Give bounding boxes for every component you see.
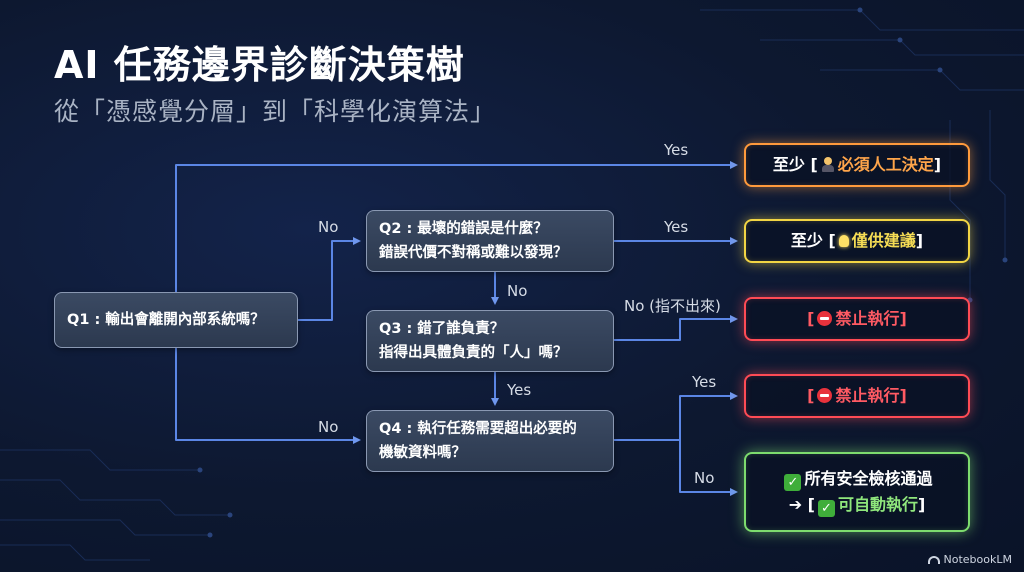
result-forbid1-label: 禁止執行 (835, 309, 900, 328)
result-forbid-2: [ 禁止執行] (744, 374, 970, 418)
question-q4: Q4 : 執行任務需要超出必要的 機敏資料嗎？ (366, 410, 614, 472)
result-auto-arrow: ➔ [ (788, 495, 815, 514)
q4-line-2: 機敏資料嗎？ (379, 445, 466, 461)
page-title: AI 任務邊界診斷決策樹 (54, 43, 465, 87)
no-entry-icon (817, 388, 833, 403)
q3-line-2: 指得出具體負責的「人」嗎？ (379, 345, 568, 361)
result-forbid2-suffix: ] (899, 386, 907, 405)
result-forbid1-suffix: ] (899, 309, 907, 328)
check-icon: ✓ (784, 474, 802, 491)
result-forbid2-label: 禁止執行 (835, 386, 900, 405)
result-human-suffix: ] (933, 155, 942, 174)
result-forbid1-prefix: [ (807, 309, 815, 328)
edge-q4-no (679, 440, 738, 496)
check-icon: ✓ (817, 500, 835, 517)
edge-q1-no-q2 (298, 237, 361, 321)
edge-q4-yes (614, 392, 738, 441)
notebooklm-branding: NotebookLM (927, 553, 1012, 566)
edge-label-q4-no: No (694, 469, 715, 487)
result-auto-line2: 可自動執行 (837, 495, 918, 514)
edge-label-q1-yes: Yes (664, 141, 689, 159)
edge-label-q2-yes: Yes (664, 218, 689, 236)
question-q3: Q3 : 錯了誰負責？ 指得出具體負責的「人」嗎？ (366, 310, 614, 372)
edge-q1-yes (175, 161, 738, 292)
result-forbid-1: [ 禁止執行] (744, 297, 970, 341)
edge-label-q1-no-top: No (318, 218, 339, 236)
branding-label: NotebookLM (943, 553, 1012, 566)
question-q1: Q1 : 輸出會離開內部系統嗎？ (54, 292, 298, 348)
result-auto-line1: 所有安全檢核通過 (804, 469, 933, 488)
q4-line-1: Q4 : 執行任務需要超出必要的 (379, 421, 577, 437)
page-subtitle: 從「憑感覺分層」到「科學化演算法」 (54, 97, 497, 126)
result-suggest-only: 至少 [ 僅供建議] (744, 219, 970, 263)
result-human-label: 必須人工決定 (837, 155, 934, 174)
q3-line-1: Q3 : 錯了誰負責？ (379, 321, 505, 337)
person-icon (821, 157, 835, 172)
result-suggest-label: 僅供建議 (851, 231, 916, 250)
edge-label-q2-no: No (507, 282, 528, 300)
edge-q3-no (614, 315, 738, 341)
result-auto-execute: ✓所有安全檢核通過 ➔ [✓可自動執行] (744, 452, 970, 532)
edge-label-q3-no: No (指不出來) (624, 297, 721, 315)
result-suggest-prefix: 至少 [ (790, 231, 836, 250)
result-forbid2-prefix: [ (807, 386, 815, 405)
edge-label-q1-no-bottom: No (318, 418, 339, 436)
result-human-prefix: 至少 [ (772, 155, 818, 174)
q1-text: Q1 : 輸出會離開內部系統嗎？ (67, 312, 265, 328)
bulb-icon (838, 235, 849, 247)
no-entry-icon (817, 311, 833, 326)
edge-q1-no-q4 (175, 348, 361, 444)
result-auto-suffix: ] (918, 495, 926, 514)
question-q2: Q2 : 最壞的錯誤是什麼？ 錯誤代價不對稱或難以發現？ (366, 210, 614, 272)
q2-line-1: Q2 : 最壞的錯誤是什麼？ (379, 221, 548, 237)
result-human-decision: 至少 [ 必須人工決定] (744, 143, 970, 187)
notebooklm-icon (927, 555, 940, 564)
edge-label-q4-yes: Yes (692, 373, 717, 391)
q2-line-2: 錯誤代價不對稱或難以發現？ (379, 245, 568, 261)
result-suggest-suffix: ] (915, 231, 924, 250)
edge-label-q3-yes: Yes (507, 381, 532, 399)
